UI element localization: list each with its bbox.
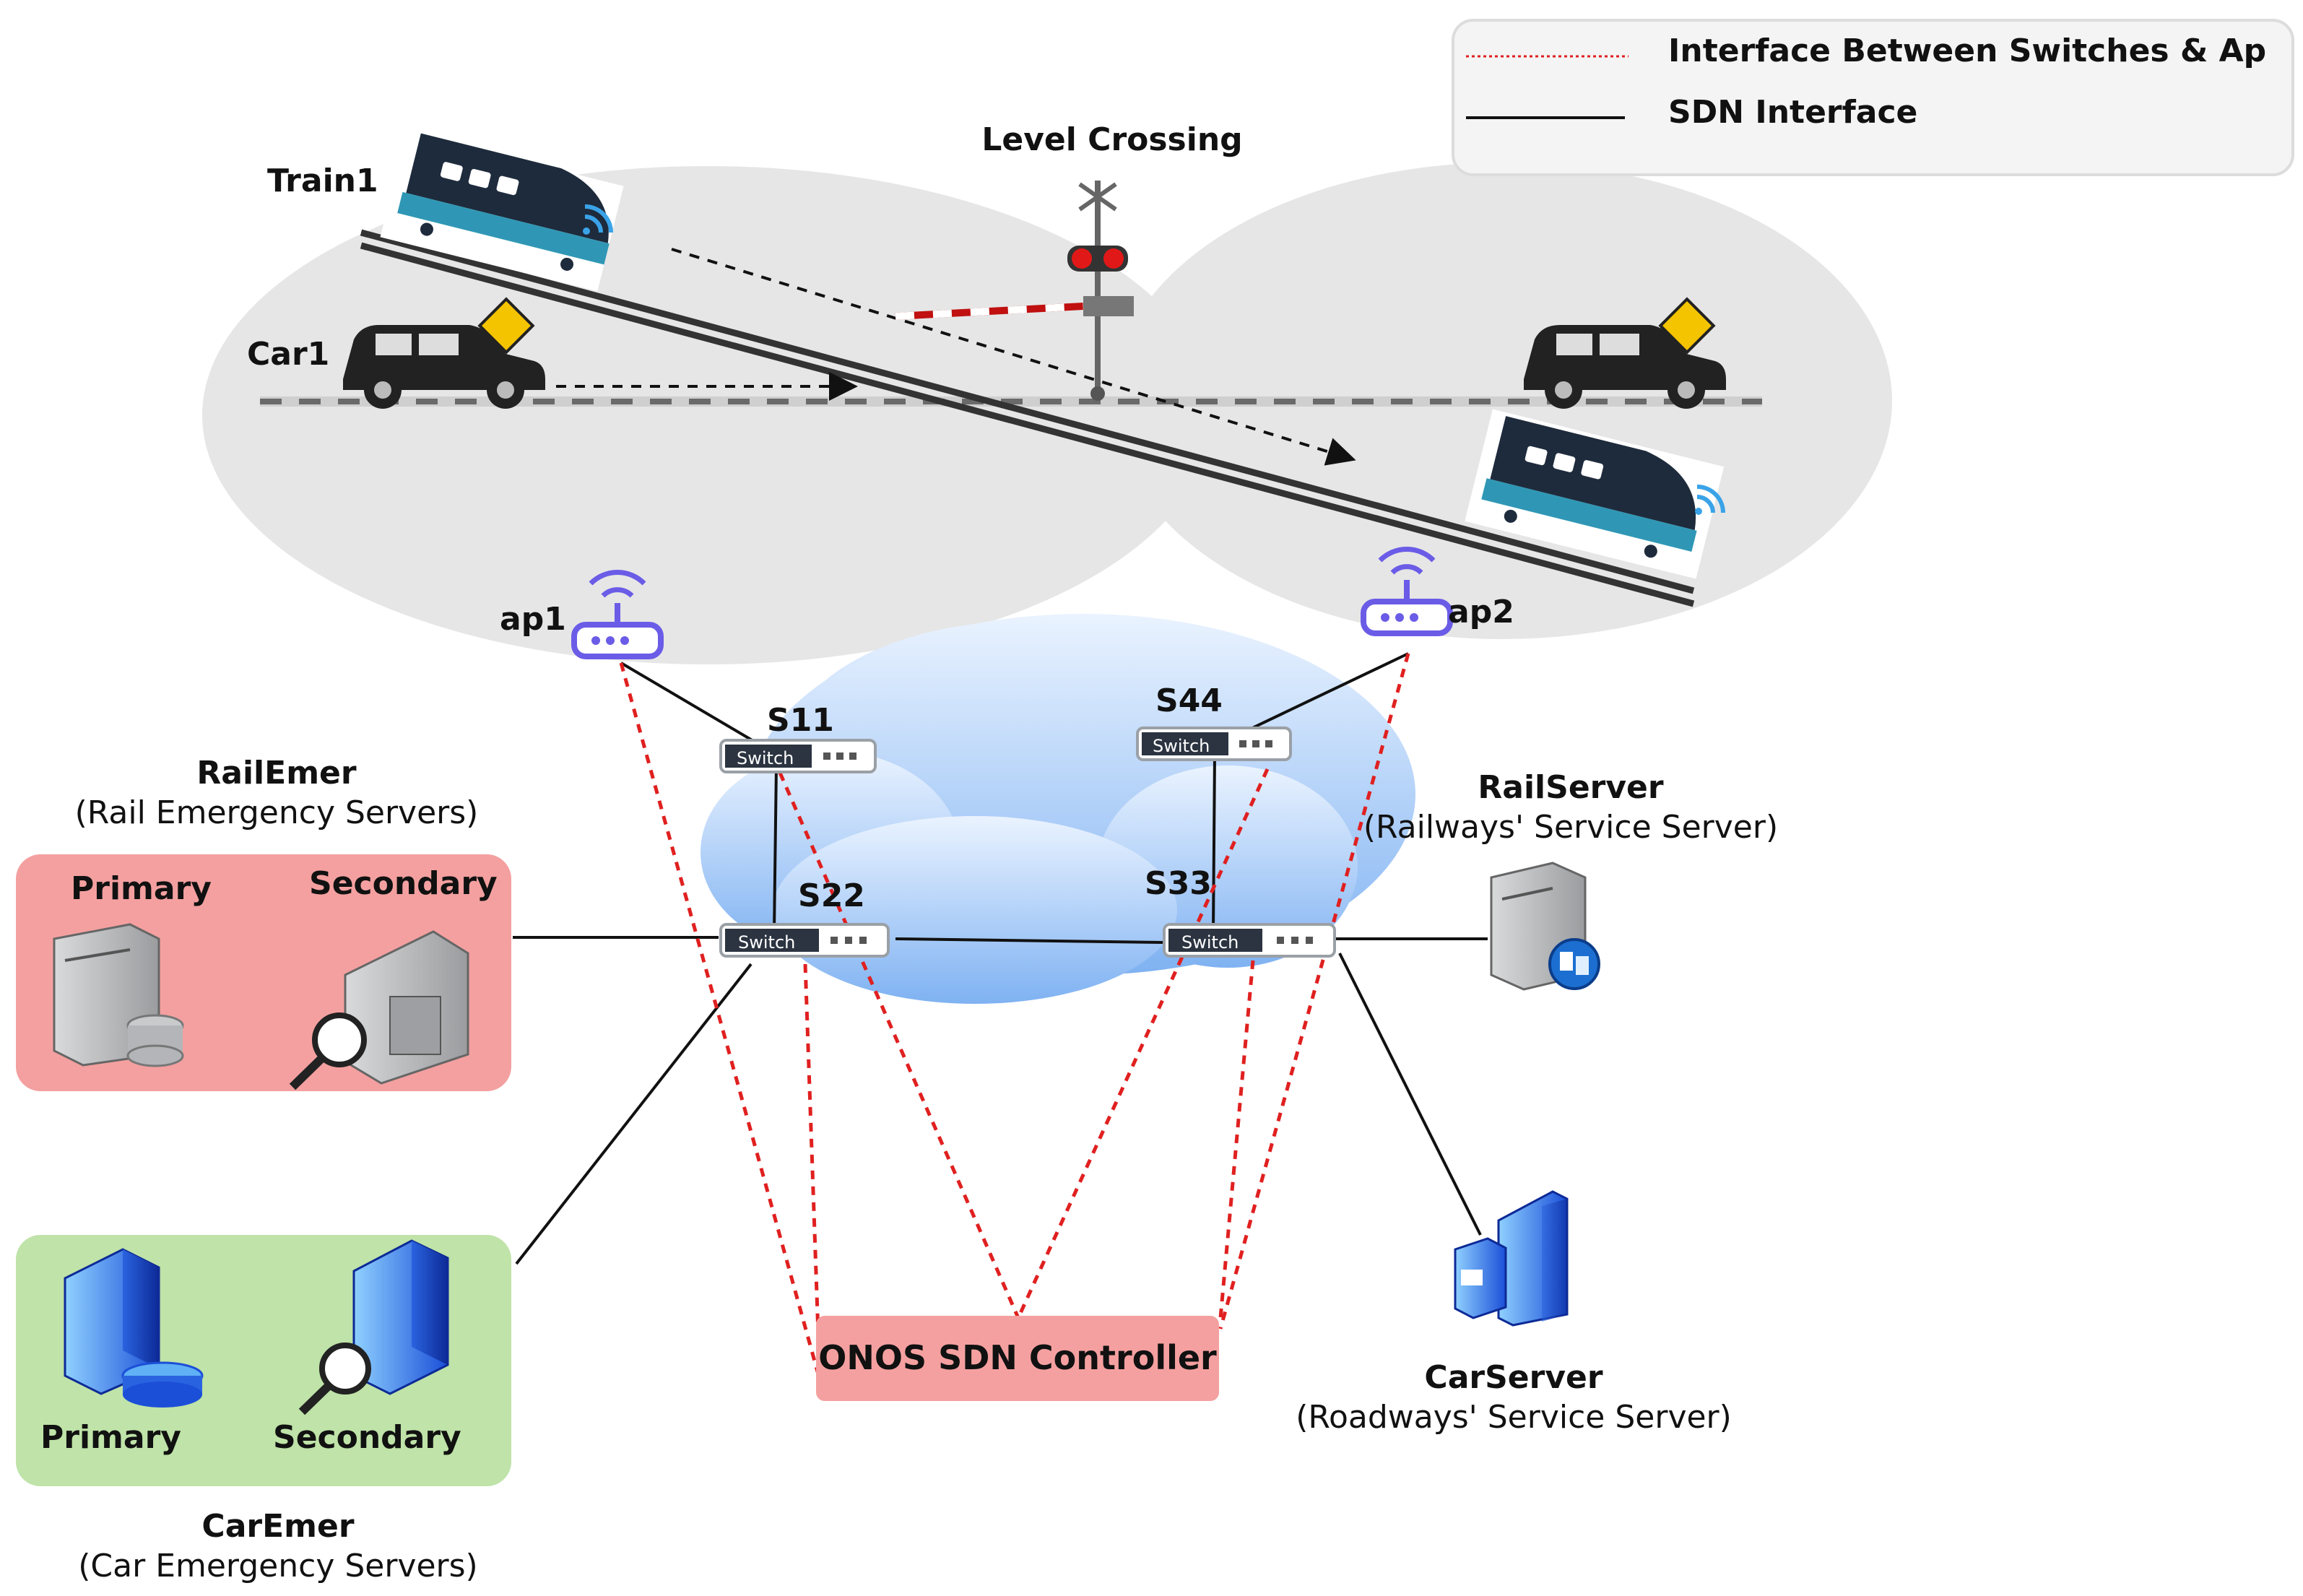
controller-links (619, 653, 1410, 1380)
database-server-icon (64, 1248, 204, 1408)
switch-s22: Switch (719, 923, 890, 958)
wifi-icon (583, 204, 613, 235)
railemer-subtitle: (Rail Emergency Servers) (75, 794, 479, 831)
switch-device-label: Switch (1153, 736, 1210, 756)
switch-s33: Switch (1163, 923, 1336, 958)
warning-sign-icon (1658, 297, 1716, 355)
coverage-area-ap1 (202, 166, 1213, 664)
switch-device-label: Switch (737, 748, 794, 768)
monitoring-server-icon (298, 1239, 449, 1415)
switch-s33-label: S33 (1145, 865, 1212, 902)
sdn-links (513, 652, 1488, 1265)
router-icon (571, 570, 664, 659)
onos-controller: ONOS SDN Controller (816, 1316, 1219, 1401)
ap2-label: ap2 (1448, 594, 1514, 630)
switch-device-label: Switch (1181, 932, 1239, 953)
railway-track (360, 229, 1695, 607)
railemer-primary-label: Primary (71, 870, 212, 907)
switch-s44-label: S44 (1155, 682, 1223, 719)
car-label: Car1 (247, 336, 329, 373)
train-icon (1465, 409, 1725, 579)
legend-item-label: SDN Interface (1668, 94, 1917, 131)
switch-s11-label: S11 (767, 702, 834, 739)
switch-s22-label: S22 (798, 877, 865, 914)
warning-sign-icon (477, 297, 535, 355)
level-crossing-signal (1067, 181, 1134, 401)
service-server-icon (1454, 1190, 1569, 1327)
switch-s11: Switch (719, 739, 877, 773)
ap1-label: ap1 (500, 601, 566, 638)
caremer-title: CarEmer (201, 1508, 354, 1545)
controller-label: ONOS SDN Controller (818, 1338, 1217, 1377)
legend-item-label: Interface Between Switches & Ap (1668, 32, 2266, 69)
database-server-icon (53, 923, 184, 1067)
sdn-cloud (701, 614, 1415, 1004)
wifi-icon (1695, 485, 1725, 515)
router-icon (1361, 547, 1453, 636)
carserver-title: CarServer (1424, 1359, 1602, 1396)
switch-device-label: Switch (738, 932, 795, 953)
caremer-secondary-label: Secondary (273, 1419, 461, 1456)
switch-s44: Switch (1136, 727, 1292, 761)
caremer-primary-label: Primary (40, 1419, 181, 1456)
railserver-title: RailServer (1478, 769, 1663, 806)
service-server-icon (1490, 862, 1600, 991)
railemer-title: RailEmer (196, 755, 356, 792)
train-icon (380, 131, 624, 292)
train-label: Train1 (267, 162, 378, 199)
train-motion-arrow (671, 248, 1356, 466)
monitoring-server-icon (289, 930, 469, 1090)
legend: Interface Between Switches & Ap SDN Inte… (1452, 19, 2294, 176)
railemer-secondary-label: Secondary (309, 865, 498, 902)
railserver-subtitle: (Railways' Service Server) (1363, 809, 1778, 846)
carserver-subtitle: (Roadways' Service Server) (1296, 1399, 1732, 1436)
level-crossing-barrier (895, 303, 1084, 320)
caremer-subtitle: (Car Emergency Servers) (78, 1548, 477, 1584)
level-crossing-label: Level Crossing (981, 121, 1242, 158)
